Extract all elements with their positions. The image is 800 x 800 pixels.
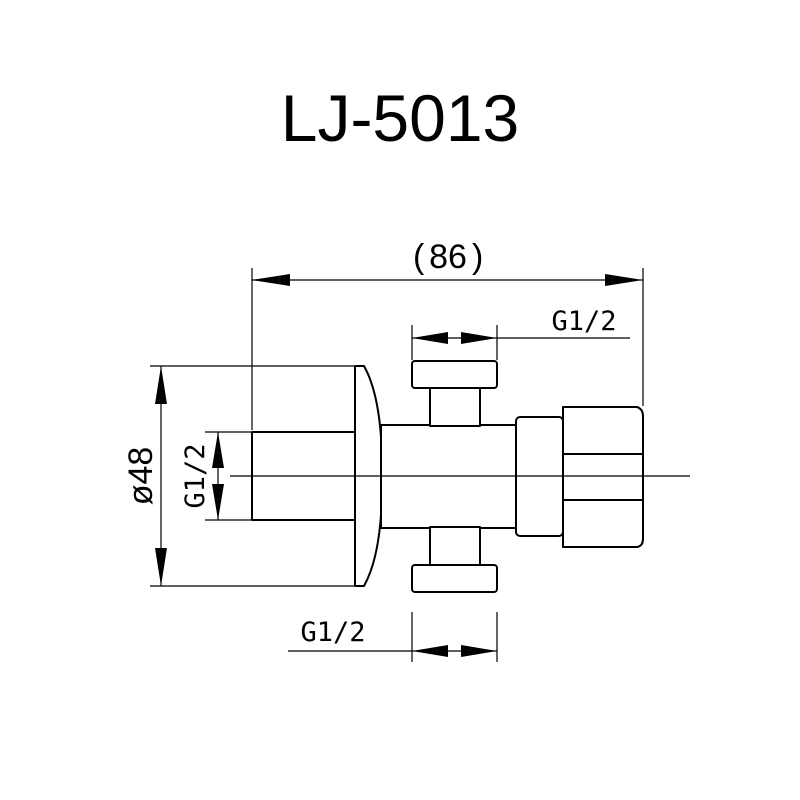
valve-body xyxy=(230,360,690,593)
top-outlet-thread-label: G1/2 xyxy=(551,306,616,337)
dimension-inlet: G1/2 xyxy=(180,431,251,521)
arrow-left xyxy=(252,274,290,286)
overall-length-label: 86 xyxy=(429,238,467,276)
arrow-inlet-bottom xyxy=(212,484,224,520)
dimension-bottom-outlet: G1/2 xyxy=(288,612,498,662)
arrow-right xyxy=(605,274,643,286)
arrow-bottom-outlet-left xyxy=(412,645,448,657)
dimension-top-outlet: G1/2 xyxy=(411,306,630,360)
paren-close: ) xyxy=(472,238,483,276)
flange-diameter-label: ø48 xyxy=(122,447,160,506)
dimension-overall-length: ( 86 ) xyxy=(251,238,644,430)
top-outlet-nut xyxy=(411,360,498,389)
arrow-top-outlet-left xyxy=(412,332,448,344)
arrow-inlet-top xyxy=(212,432,224,468)
dimension-flange-diameter: ø48 xyxy=(122,365,354,587)
arrow-bottom-outlet-right xyxy=(461,645,497,657)
arrow-top-outlet-right xyxy=(461,332,497,344)
arrow-flange-top xyxy=(155,366,167,404)
bottom-outlet-neck xyxy=(429,526,481,566)
drawing-title: LJ-5013 xyxy=(281,81,520,155)
top-outlet-neck xyxy=(429,387,481,427)
handle-cap xyxy=(562,406,644,548)
inlet-thread-label: G1/2 xyxy=(180,443,211,508)
paren-open: ( xyxy=(413,238,425,276)
bottom-outlet-nut xyxy=(411,564,498,593)
bottom-outlet-thread-label: G1/2 xyxy=(300,617,365,648)
arrow-flange-bottom xyxy=(155,548,167,586)
